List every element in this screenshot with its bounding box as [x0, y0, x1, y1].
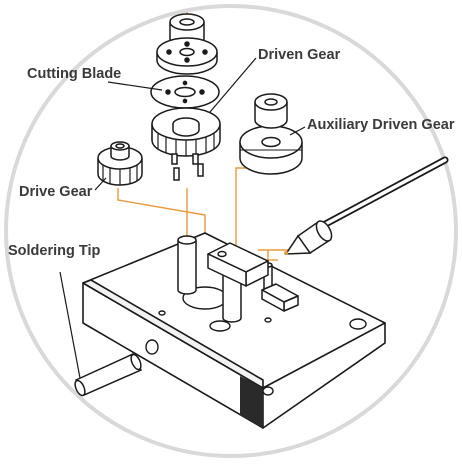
nozzle-assembly	[284, 156, 449, 255]
bracket	[207, 242, 299, 312]
leader-lines	[94, 57, 306, 191]
driven-gear	[151, 107, 221, 157]
auxiliary-driven-gear	[239, 93, 303, 175]
label-cutting-blade: Cutting Blade	[27, 66, 122, 82]
soldering-tip-leader	[59, 271, 81, 379]
drive-gear	[97, 141, 143, 186]
posts	[177, 235, 273, 323]
label-soldering-tip: Soldering Tip	[8, 243, 101, 259]
soldering-tip-part	[74, 353, 143, 397]
label-auxiliary-driven-gear: Auxiliary Driven Gear	[307, 117, 455, 133]
left-post	[177, 240, 197, 295]
base-side-hole	[145, 339, 159, 355]
label-driven-gear: Driven Gear	[258, 47, 341, 63]
driven-gear-stack	[150, 13, 221, 181]
label-drive-gear: Drive Gear	[19, 184, 93, 200]
screws	[171, 153, 204, 181]
